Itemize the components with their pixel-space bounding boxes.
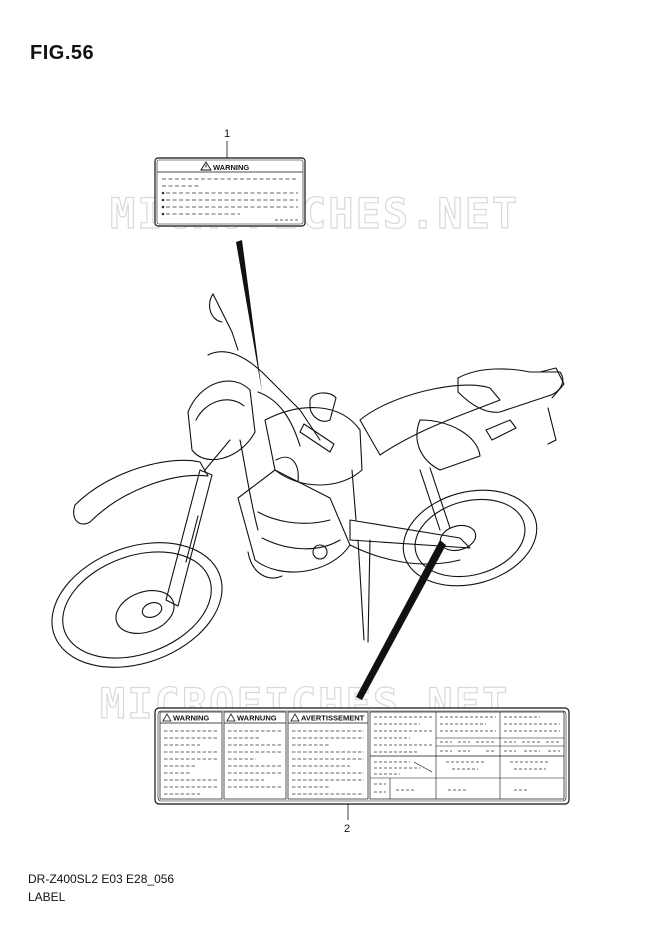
warning-triangle-icon [226,713,236,722]
warning-triangle-icon [162,713,172,722]
figure-caption: LABEL [28,890,66,904]
drawing-code: DR-Z400SL2 E03 E28_056 [28,872,175,886]
label-2-heading-fr: AVERTISSEMENT [301,714,365,723]
label-part-2[interactable]: WARNING WARNUNG AVERTISSEMENT [154,707,570,805]
callout-1: 1 [224,128,230,140]
leader-1 [236,240,262,392]
label-1-heading: WARNING [213,163,249,172]
leader-2 [356,540,446,700]
motorcycle-drawing [51,293,565,668]
figure-title: FIG.56 [30,42,95,64]
label-part-1[interactable]: WARNING [154,157,306,227]
warning-triangle-icon [290,713,300,722]
callout-2: 2 [344,823,350,835]
warning-triangle-icon [200,161,212,171]
label-2-heading-en: WARNING [173,714,209,723]
label-2-heading-de: WARNUNG [237,714,277,723]
